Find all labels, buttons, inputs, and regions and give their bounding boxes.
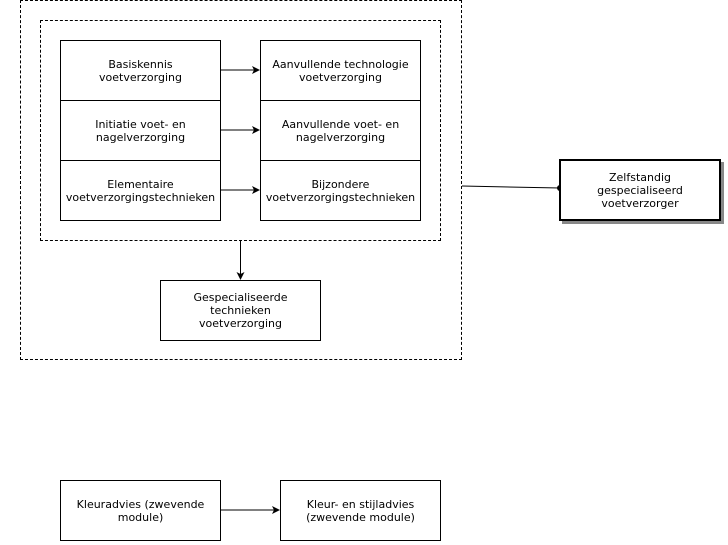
link-to-outcome <box>461 185 561 189</box>
outcome-zelfstandig[interactable]: Zelfstandig gespecialiseerd voetverzorge… <box>559 159 721 221</box>
module-label: Aanvullende technologie voetverzorging <box>272 57 409 84</box>
module-basiskennis[interactable]: Basiskennis voetverzorging <box>60 40 221 101</box>
module-label: Elementaire voetverzorgingstechnieken <box>65 177 216 204</box>
module-label: Kleur- en stijladvies (zwevende module) <box>306 497 415 524</box>
module-kleuradvies[interactable]: Kleuradvies (zwevende module) <box>60 480 221 541</box>
outer-group <box>20 0 462 360</box>
module-label: Basiskennis voetverzorging <box>99 57 182 84</box>
module-label: Aanvullende voet- en nagelverzorging <box>281 117 400 144</box>
inner-group <box>40 20 441 241</box>
outcome-label: Zelfstandig gespecialiseerd voetverzorge… <box>597 170 683 210</box>
module-kleur-stijladvies[interactable]: Kleur- en stijladvies (zwevende module) <box>280 480 441 541</box>
module-aanvullende-technologie[interactable]: Aanvullende technologie voetverzorging <box>260 40 421 101</box>
module-gespecialiseerde[interactable]: Gespecialiseerde technieken voetverzorgi… <box>160 280 321 341</box>
module-label: Initiatie voet- en nagelverzorging <box>95 117 186 144</box>
module-label: Bijzondere voetverzorgingstechnieken <box>265 177 416 204</box>
module-bijzondere[interactable]: Bijzondere voetverzorgingstechnieken <box>260 160 421 221</box>
module-initiatie[interactable]: Initiatie voet- en nagelverzorging <box>60 100 221 161</box>
module-label: Gespecialiseerde technieken voetverzorgi… <box>193 291 288 330</box>
module-aanvullende-voet[interactable]: Aanvullende voet- en nagelverzorging <box>260 100 421 161</box>
module-elementaire[interactable]: Elementaire voetverzorgingstechnieken <box>60 160 221 221</box>
module-label: Kleuradvies (zwevende module) <box>76 497 205 524</box>
